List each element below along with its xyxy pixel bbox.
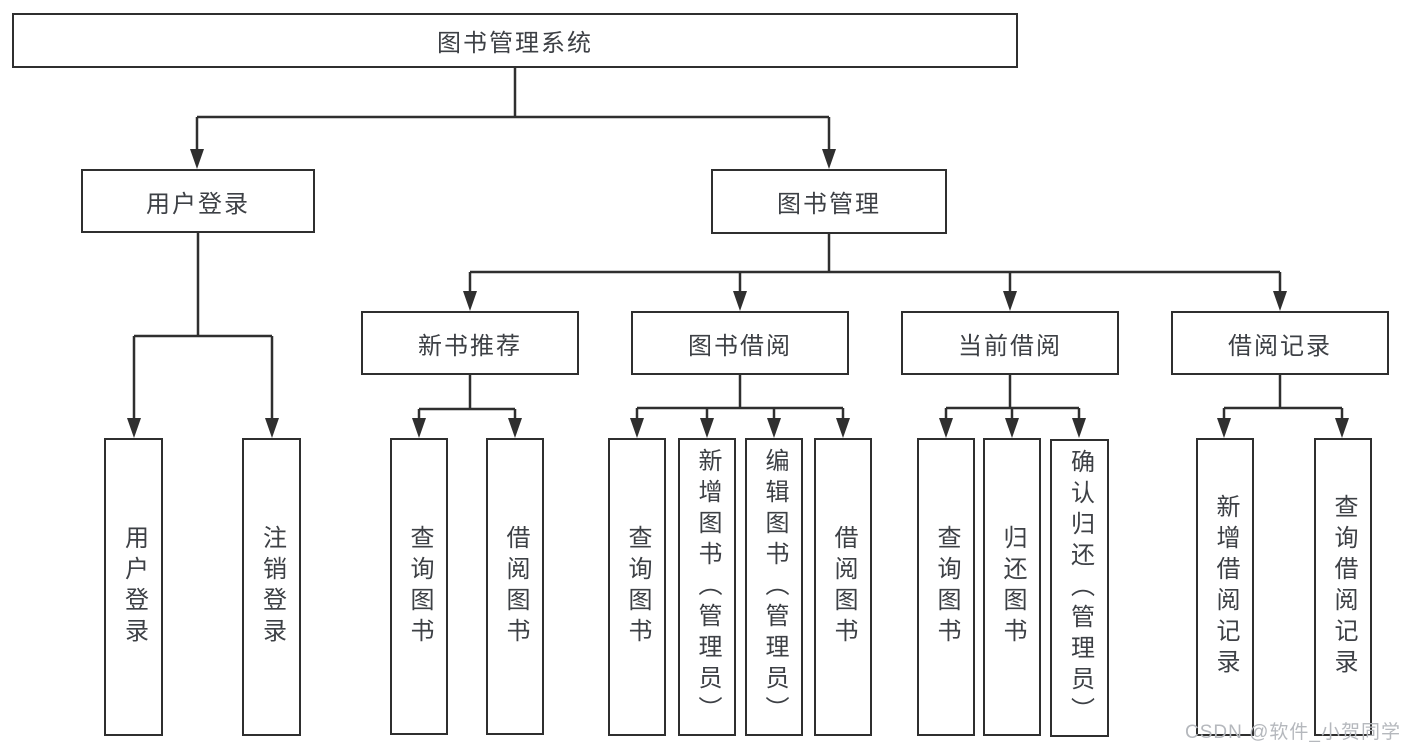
- node-book-management-label: 图书管理: [777, 191, 881, 218]
- leaf-query-books-current-label: 查询图书: [933, 525, 960, 649]
- node-user-login-label: 用户登录: [146, 190, 250, 218]
- node-book-management: 图书管理: [711, 169, 947, 234]
- node-root-library-system: 图书管理系统: [12, 13, 1018, 68]
- leaf-borrow-books-rec: 借阅图书: [486, 438, 544, 735]
- leaf-return-books: 归还图书: [983, 438, 1041, 736]
- leaf-confirm-return-admin-label: 确认归还（管理员）: [1066, 448, 1094, 728]
- leaf-query-books-borrow-label: 查询图书: [624, 525, 651, 649]
- leaf-add-books-admin: 新增图书（管理员）: [678, 438, 736, 736]
- leaf-query-books-rec: 查询图书: [390, 438, 448, 735]
- node-new-book-recommend-label: 新书推荐: [418, 332, 522, 360]
- leaf-add-borrow-record: 新增借阅记录: [1196, 438, 1254, 736]
- leaf-user-login-label: 用户登录: [120, 525, 148, 649]
- node-current-borrow-label: 当前借阅: [958, 332, 1062, 360]
- leaf-user-login: 用户登录: [104, 438, 163, 736]
- node-book-borrow-label: 图书借阅: [688, 332, 792, 360]
- leaf-borrow-books-rec-label: 借阅图书: [502, 524, 529, 649]
- arrowheads: [127, 149, 1349, 438]
- node-user-login: 用户登录: [81, 169, 315, 233]
- leaf-add-books-admin-label: 新增图书（管理员）: [694, 447, 721, 727]
- leaf-query-borrow-record-label: 查询借阅记录: [1330, 494, 1357, 680]
- leaf-logout-label: 注销登录: [258, 525, 286, 649]
- leaf-add-borrow-record-label: 新增借阅记录: [1212, 494, 1239, 680]
- leaf-query-borrow-record: 查询借阅记录: [1314, 438, 1372, 736]
- node-borrow-records: 借阅记录: [1171, 311, 1389, 375]
- node-book-borrow: 图书借阅: [631, 311, 849, 375]
- csdn-watermark: CSDN @软件_小贺同学: [1185, 722, 1401, 743]
- leaf-query-books-borrow: 查询图书: [608, 438, 666, 736]
- node-new-book-recommend: 新书推荐: [361, 311, 579, 375]
- leaf-edit-books-admin-label: 编辑图书（管理员）: [761, 447, 788, 727]
- leaf-borrow-books: 借阅图书: [814, 438, 872, 736]
- leaf-return-books-label: 归还图书: [999, 525, 1026, 649]
- leaf-borrow-books-label: 借阅图书: [830, 525, 857, 649]
- leaf-edit-books-admin: 编辑图书（管理员）: [745, 438, 803, 736]
- leaf-confirm-return-admin: 确认归还（管理员）: [1050, 439, 1109, 737]
- leaf-query-books-rec-label: 查询图书: [406, 524, 433, 649]
- leaf-query-books-current: 查询图书: [917, 438, 975, 736]
- leaf-logout: 注销登录: [242, 438, 301, 736]
- node-root-label: 图书管理系统: [437, 30, 593, 57]
- node-borrow-records-label: 借阅记录: [1228, 332, 1332, 360]
- node-current-borrow: 当前借阅: [901, 311, 1119, 375]
